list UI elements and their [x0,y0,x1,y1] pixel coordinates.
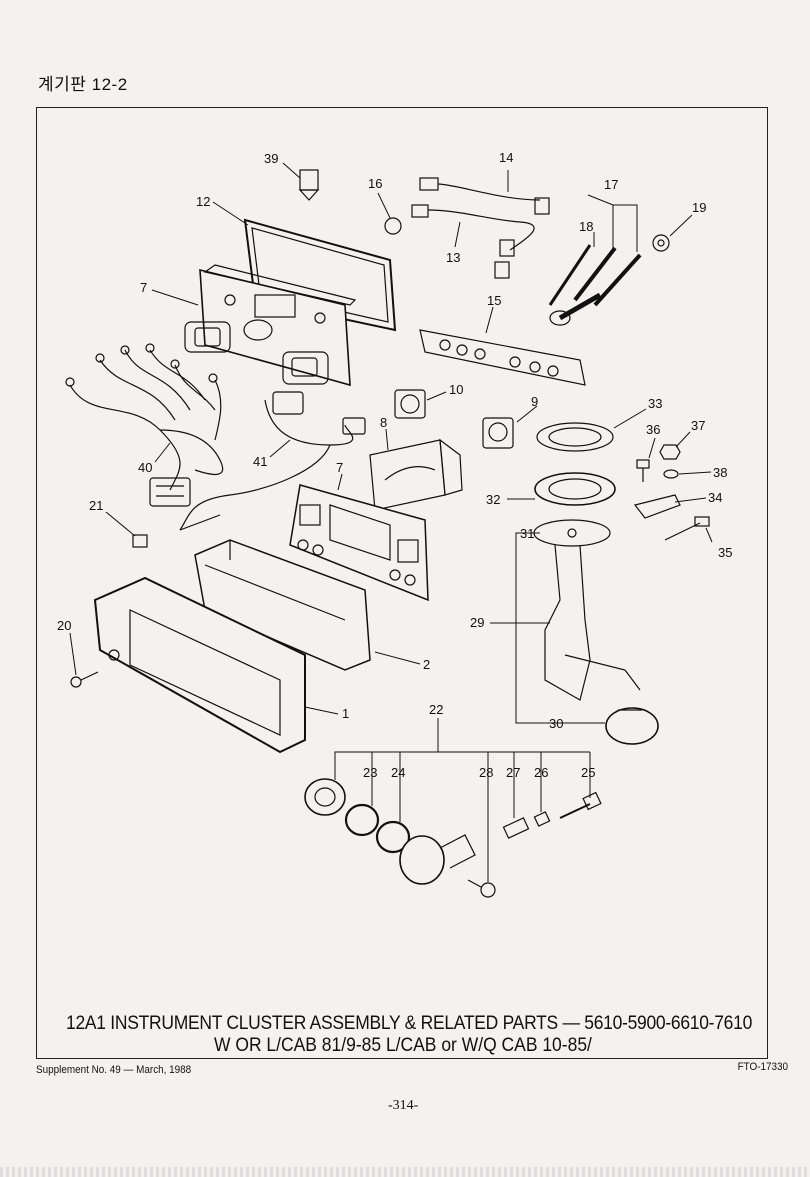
part-30-float [605,707,659,745]
part-12-gasket [243,218,397,332]
callout-27: 27 [506,765,520,780]
callout-7b: 7 [336,460,343,475]
part-36-bolt [636,459,650,482]
part-9-gauge [482,417,514,449]
callout-35: 35 [718,545,732,560]
callout-22: 22 [429,702,443,717]
callout-41: 41 [253,454,267,469]
callout-32: 32 [486,492,500,507]
callout-39: 39 [264,151,278,166]
callout-16: 16 [368,176,382,191]
callout-20: 20 [57,618,71,633]
part-7-panel [289,484,429,602]
figure-caption-subtitle: W OR L/CAB 81/9-85 L/CAB or W/Q CAB 10-8… [214,1035,592,1056]
part-23-ring [344,803,380,837]
callout-numbers: 39 16 14 17 19 12 13 18 7 15 10 9 33 8 3… [57,150,732,780]
part-1-cover [93,576,306,754]
callout-17: 17 [604,177,618,192]
callout-34: 34 [708,490,722,505]
callout-2: 2 [423,657,430,672]
callout-36: 36 [646,422,660,437]
callout-30: 30 [549,716,563,731]
callout-9: 9 [531,394,538,409]
part-39-bulb [298,169,320,201]
part-27-sleeve [502,817,530,839]
part-40-harness [65,343,224,507]
callout-38: 38 [713,465,727,480]
callout-12: 12 [196,194,210,209]
callout-13: 13 [446,250,460,265]
part-34-strap [633,494,681,519]
part-8-tachometer [369,438,463,511]
callout-23: 23 [363,765,377,780]
part-21-clip [132,534,148,548]
part-25-pin [559,791,602,819]
part-17-18-rods [548,244,642,326]
callout-33: 33 [648,396,662,411]
callout-24: 24 [391,765,405,780]
callout-26: 26 [534,765,548,780]
callout-14: 14 [499,150,513,165]
callout-28: 28 [479,765,493,780]
leader-lines [69,162,713,882]
page-number: -314- [388,1098,419,1113]
figure-caption-title: 12A1 INSTRUMENT CLUSTER ASSEMBLY & RELAT… [66,1013,753,1034]
part-33-ring [536,422,614,452]
supplement-note: Supplement No. 49 — March, 1988 [36,1064,192,1076]
callout-25: 25 [581,765,595,780]
part-29-sender-arm [544,544,641,701]
part-37-nut [659,444,681,460]
callout-8: 8 [380,415,387,430]
part-14-13-cables [411,177,550,279]
callout-29: 29 [470,615,484,630]
part-31-plate [533,519,611,547]
part-7-housing [184,264,357,387]
callout-1: 1 [342,706,349,721]
callout-21: 21 [89,498,103,513]
part-23-socket [304,778,346,816]
part-35-terminal [664,516,710,541]
section-header: 계기판 12-2 [38,75,128,94]
callout-37: 37 [691,418,705,433]
callout-40: 40 [138,460,152,475]
callout-18: 18 [579,219,593,234]
callout-31: 31 [520,526,534,541]
part-19-grommet [652,234,670,252]
part-32-gasket [534,472,616,506]
callout-19: 19 [692,200,706,215]
part-41-harness [179,391,366,531]
callout-7a: 7 [140,280,147,295]
part-28-screw [467,879,496,898]
figure-id: FTO-17330 [737,1061,788,1073]
part-16-bulb [384,217,402,235]
part-22-motor [399,834,476,885]
part-15-bracket [419,329,586,386]
part-10-gauge [394,389,426,419]
scan-edge [0,1167,810,1177]
callout-15: 15 [487,293,501,308]
part-38-washer [663,469,679,479]
callout-10: 10 [449,382,463,397]
part-24-ring [375,820,411,854]
part-26-spring [533,811,551,827]
part-20-screw [70,671,99,688]
diagram-frame [36,107,768,1059]
